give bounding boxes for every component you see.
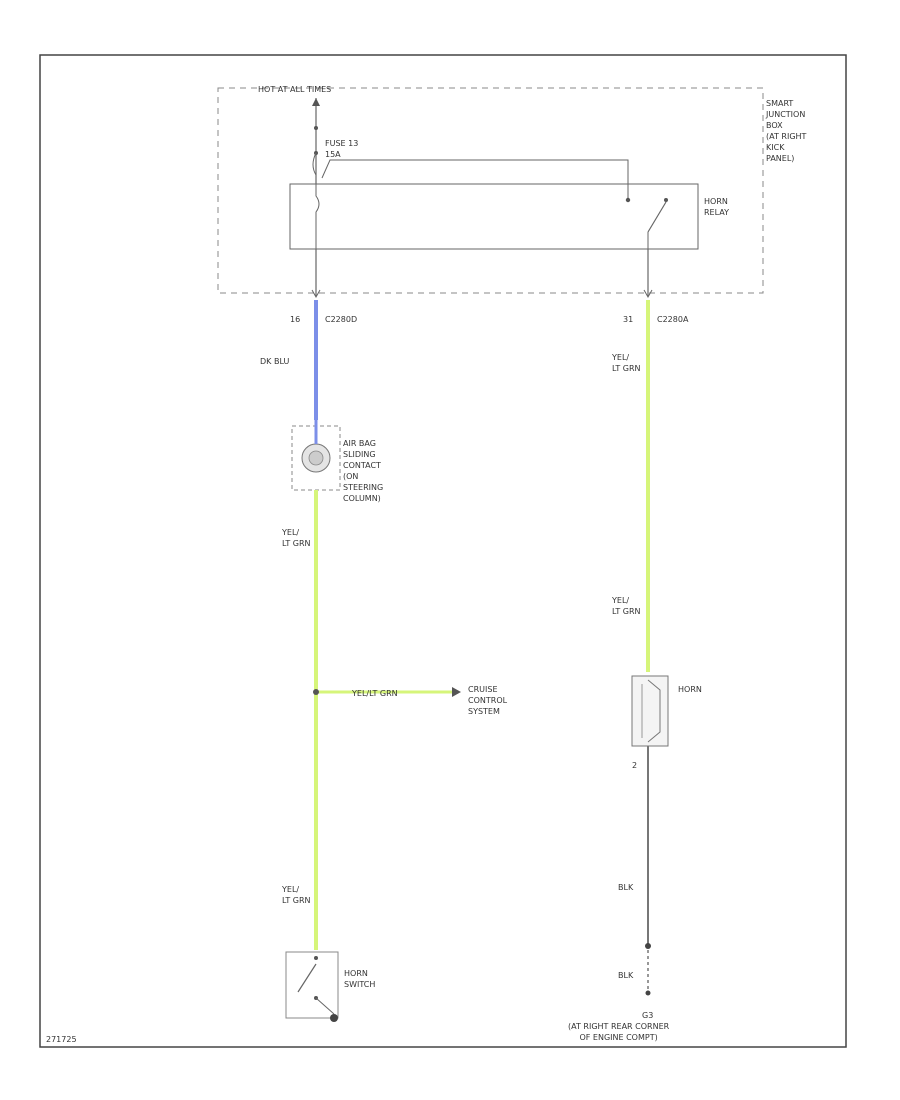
- connector-right-pin: 31: [623, 315, 634, 324]
- relay-switch-blade: [647, 201, 667, 233]
- connector-left-icon: [311, 289, 321, 299]
- cruise-label: CRUISE CONTROL SYSTEM: [468, 685, 508, 716]
- power-label: HOT AT ALL TIMES: [258, 85, 332, 94]
- horn-switch-node-top: [314, 956, 318, 960]
- horn-body: [631, 675, 669, 747]
- wire-label-yel-3: YEL/ LT GRN: [612, 596, 641, 616]
- power-arrow-icon: [312, 98, 320, 106]
- wire-label-dk-blu: DK BLU: [260, 357, 290, 366]
- wire-label-branch: YEL/LT GRN: [352, 689, 398, 698]
- fuse-symbol: [312, 152, 317, 176]
- diagram-id: 271725: [46, 1035, 77, 1044]
- connector-left-pin: 16: [290, 315, 301, 324]
- fuse-label: FUSE 13 15A: [325, 139, 359, 159]
- wire-label-yel-1: YEL/ LT GRN: [612, 353, 641, 373]
- relay-feed-wire: [321, 159, 629, 198]
- horn-switch-ground-wire: [315, 997, 335, 1015]
- connector-right-id: C2280A: [657, 315, 689, 324]
- junction-box-outline: [217, 87, 764, 294]
- connector-right-icon: [643, 289, 653, 299]
- horn-relay-body: [289, 183, 699, 250]
- wire-label-blk-1: BLK: [618, 883, 634, 892]
- cruise-arrow-icon: [452, 687, 461, 697]
- wire-label-yel-2: YEL/ LT GRN: [282, 528, 311, 548]
- clockspring-label: AIR BAG SLIDING CONTACT (ON STEERING COL…: [343, 439, 384, 503]
- horn-pin-label: 2: [632, 761, 638, 770]
- power-node: [314, 126, 318, 130]
- horn-icon: [647, 679, 661, 743]
- horn-label: HORN: [678, 685, 702, 694]
- relay-contact-node: [625, 197, 631, 203]
- relay-coil-path: [315, 184, 320, 249]
- junction-box-label: SMART JUNCTION BOX (AT RIGHT KICK PANEL): [766, 99, 807, 163]
- relay-switch-node: [664, 198, 668, 202]
- horn-switch-blade: [297, 963, 317, 993]
- horn-switch-ground-icon: [330, 1014, 338, 1022]
- connector-left-id: C2280D: [325, 315, 358, 324]
- horn-switch-label: HORN SWITCH: [344, 969, 376, 989]
- wire-label-yel-4: YEL/ LT GRN: [282, 885, 311, 905]
- ground-connector-node: [645, 943, 651, 949]
- wire-label-blk-2: BLK: [618, 971, 634, 980]
- horn-relay-label: HORN RELAY: [704, 197, 729, 217]
- ground-icon: [645, 990, 651, 996]
- diagram-frame: [39, 54, 847, 1048]
- clockspring-inner: [308, 450, 324, 466]
- ground-id: G3: [642, 1011, 654, 1020]
- ground-label: (AT RIGHT REAR CORNER OF ENGINE COMPT): [568, 1022, 670, 1042]
- splice-node: [313, 689, 319, 695]
- horn-switch-body: [285, 951, 339, 1019]
